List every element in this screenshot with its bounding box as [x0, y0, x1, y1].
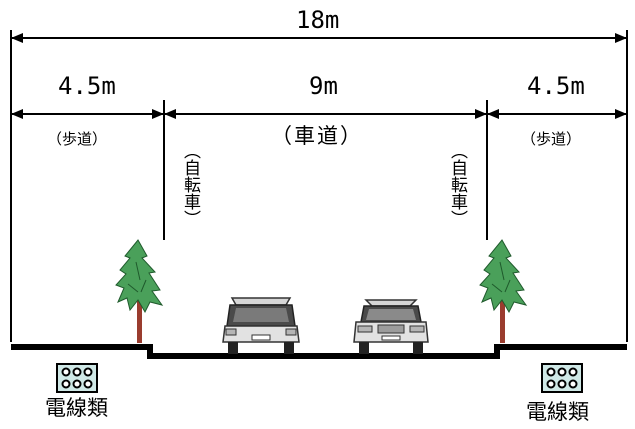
- cable-conduit-left-icon: [56, 363, 98, 393]
- roadway-label: （車道）: [271, 124, 363, 148]
- sidewalk-right-label: （歩道）: [521, 130, 582, 148]
- car-left-icon: [222, 297, 300, 354]
- sidewalk-right-width-label: 4.5m: [527, 72, 585, 100]
- cable-right-label: 電線類: [526, 400, 589, 424]
- tree-right-icon: [479, 239, 528, 343]
- cable-conduit-right-icon: [541, 363, 583, 393]
- roadway-width-label: 9m: [309, 72, 338, 100]
- total-width-label: 18m: [296, 6, 340, 34]
- sidewalk-left-width-label: 4.5m: [58, 72, 116, 100]
- bike-lane-right-label: （自転車）: [447, 142, 467, 227]
- bike-lane-left-label: （自転車）: [180, 142, 200, 227]
- ground-profile: [11, 344, 627, 359]
- car-right-icon: [353, 299, 429, 354]
- sidewalk-left-label: （歩道）: [47, 130, 108, 148]
- tree-left-icon: [115, 239, 164, 343]
- cable-left-label: 電線類: [45, 396, 108, 420]
